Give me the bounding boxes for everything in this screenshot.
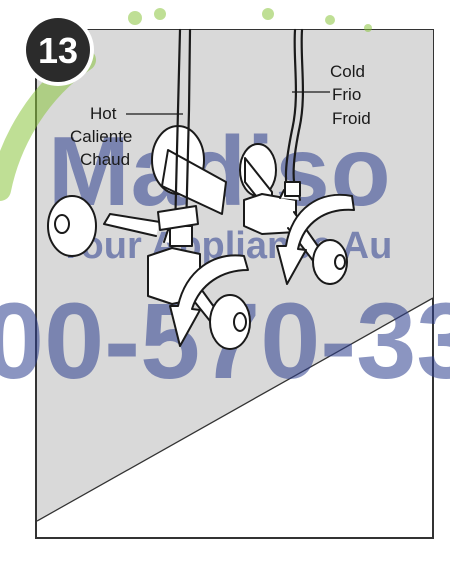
cold-callout: Cold Frio Froid <box>292 62 371 128</box>
hot-label: Hot <box>90 104 117 123</box>
hot-turn-arrow <box>169 254 249 347</box>
wall-panel <box>37 30 433 520</box>
cold-label: Cold <box>330 62 365 81</box>
wall-floor-edge <box>37 297 433 522</box>
cold-label-es: Frio <box>332 85 361 104</box>
hot-callout: Hot Caliente Chaud <box>70 104 183 169</box>
step-number: 13 <box>38 30 78 71</box>
hot-label-fr: Chaud <box>80 150 130 169</box>
cold-label-fr: Froid <box>332 109 371 128</box>
cold-supply-tube <box>284 28 298 192</box>
cold-valve-handle <box>312 239 348 285</box>
turn-arrows <box>169 193 355 347</box>
tube-clip <box>157 205 199 231</box>
step-badge: 13 <box>22 14 94 86</box>
cold-turn-arrow <box>276 193 355 285</box>
hot-valve-side-handle <box>47 195 97 257</box>
hot-label-es: Caliente <box>70 127 132 146</box>
hot-valve-handle <box>209 294 251 350</box>
